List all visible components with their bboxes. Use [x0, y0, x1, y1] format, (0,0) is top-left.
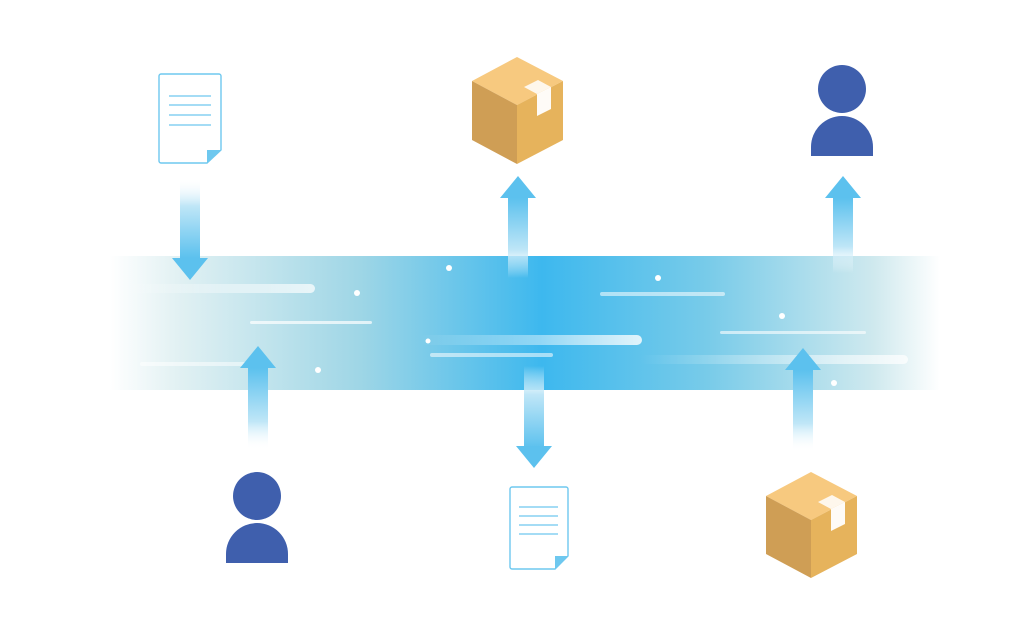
person-icon — [811, 65, 873, 156]
stream-streak — [640, 355, 908, 364]
stream-streak — [120, 284, 315, 293]
arrow-up-icon — [825, 176, 861, 273]
arrow-up-icon — [785, 348, 821, 452]
stream-streak — [140, 362, 250, 366]
box-icon — [472, 57, 563, 164]
stream-dot — [446, 265, 452, 271]
stream-streak — [720, 331, 866, 334]
stream-dots — [315, 265, 837, 386]
stream-streak — [600, 292, 725, 296]
arrows — [172, 176, 861, 468]
person-icon — [226, 472, 288, 563]
stream-dot — [315, 367, 321, 373]
stream-streaks — [120, 284, 908, 366]
stream-dot — [425, 338, 431, 344]
stream-dot — [655, 275, 661, 281]
stream-streak — [250, 321, 372, 324]
arrow-up-icon — [500, 176, 536, 278]
arrow-down-icon — [172, 178, 208, 280]
stream-streak — [430, 353, 553, 357]
document-icon — [158, 73, 222, 164]
arrow-down-icon — [516, 366, 552, 468]
document-icon — [509, 486, 569, 570]
stream-dot — [779, 313, 785, 319]
arrow-up-icon — [240, 346, 276, 450]
box-icon — [766, 472, 857, 578]
stream-streak — [420, 335, 642, 345]
stream-dot — [831, 380, 837, 386]
stream-dot — [354, 290, 360, 296]
